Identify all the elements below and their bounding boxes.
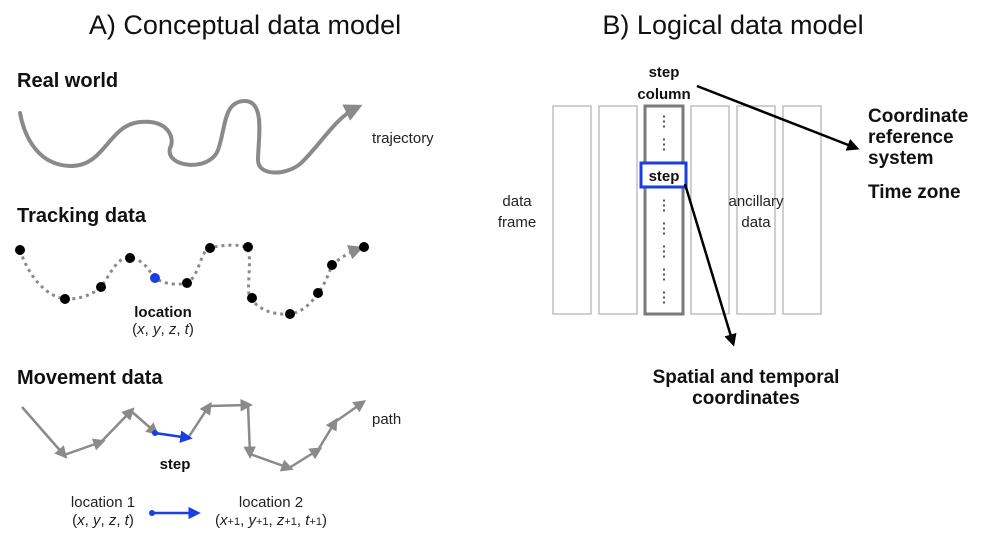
path-label: path xyxy=(372,411,401,428)
data-frame-column xyxy=(690,105,730,315)
movement-data-title: Movement data xyxy=(17,367,163,389)
step-cell xyxy=(639,161,688,189)
step-column-ellipses: ⋮ ⋮ ⋮ ⋮ ⋮ ⋮ ⋮ xyxy=(657,113,672,306)
location-1-label: location 1 xyxy=(71,494,135,511)
location-2-coords: (x+1, y+1, z+1, t+1) xyxy=(215,512,327,529)
crs-label-line2: reference xyxy=(868,127,954,148)
movement-path xyxy=(21,398,367,472)
step-arrow xyxy=(154,430,193,443)
data-frame-column xyxy=(552,105,592,315)
panel-b-title: B) Logical data model xyxy=(602,10,863,40)
ellipsis: ⋮ xyxy=(657,220,672,237)
data-frame-columns xyxy=(552,105,822,315)
data-frame-label-line2: frame xyxy=(498,214,536,231)
step-column xyxy=(643,104,685,316)
tracking-point xyxy=(182,278,192,288)
spatial-label-line2: coordinates xyxy=(692,388,800,409)
coordinates-arrow xyxy=(683,183,737,347)
ellipsis: ⋮ xyxy=(657,136,672,153)
tracking-point xyxy=(15,245,25,255)
tracking-point xyxy=(313,288,323,298)
real-world-title: Real world xyxy=(17,70,118,92)
tracking-point xyxy=(359,242,369,252)
location-2-label: location 2 xyxy=(239,494,303,511)
ancillary-label-line2: data xyxy=(741,214,771,231)
tracking-point xyxy=(96,282,106,292)
step-cell-label: step xyxy=(649,168,680,185)
tracking-point xyxy=(327,260,337,270)
tracking-point xyxy=(247,293,257,303)
ancillary-label-line1: ancillary xyxy=(728,193,784,210)
data-frame-column xyxy=(598,105,638,315)
ellipsis: ⋮ xyxy=(657,197,672,214)
step-column-label-line1: step xyxy=(649,64,680,81)
tracking-data-title: Tracking data xyxy=(17,205,147,227)
tracking-point xyxy=(243,242,253,252)
trajectory-curve xyxy=(18,98,363,175)
ellipsis: ⋮ xyxy=(657,289,672,306)
location-1-coords: (x, y, z, t) xyxy=(72,512,134,529)
tracking-point xyxy=(285,309,295,319)
crs-label-line3: system xyxy=(868,148,934,169)
spatial-label-line1: Spatial and temporal xyxy=(653,367,840,388)
tracking-point xyxy=(60,294,70,304)
ellipsis: ⋮ xyxy=(657,243,672,260)
ellipsis: ⋮ xyxy=(657,113,672,130)
ellipsis: ⋮ xyxy=(657,266,672,283)
tracking-point xyxy=(125,253,135,263)
crs-label-line1: Coordinate xyxy=(868,106,968,127)
crs-arrow xyxy=(696,84,860,151)
time-zone-label: Time zone xyxy=(868,182,961,203)
location-label: location xyxy=(134,304,192,321)
data-frame-label-line1: data xyxy=(502,193,532,210)
data-frame-column xyxy=(782,105,822,315)
tracking-point xyxy=(205,243,215,253)
location-coords: (x, y, z, t) xyxy=(132,321,194,338)
panel-a-title: A) Conceptual data model xyxy=(89,10,401,40)
movement-step-label: step xyxy=(160,456,191,473)
tracking-point-highlighted xyxy=(150,273,160,283)
data-frame-column xyxy=(736,105,776,315)
trajectory-label: trajectory xyxy=(372,130,434,147)
step-column-label-line2: column xyxy=(637,86,690,103)
